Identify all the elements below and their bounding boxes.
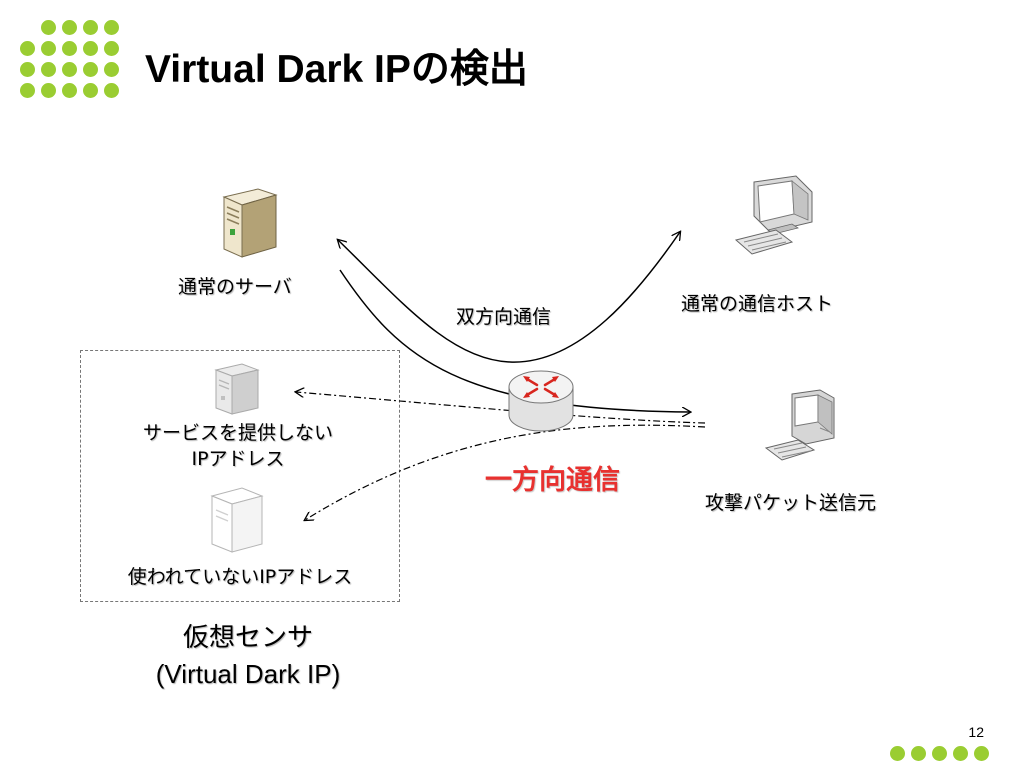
decorative-dot <box>974 746 989 761</box>
bidirectional-label: 双方向通信 <box>456 306 552 328</box>
normal-host-label: 通常の通信ホスト <box>681 293 834 315</box>
bidirectional-line-to-server <box>338 240 511 363</box>
decorative-dot <box>41 83 56 98</box>
decorative-dot <box>83 41 98 56</box>
oneway-line-to-unused-ip <box>305 424 706 520</box>
decorative-dot <box>20 83 35 98</box>
decorative-dot <box>953 746 968 761</box>
unused-service-label-line2: IPアドレス <box>191 448 285 470</box>
virtual-sensor-caption-line2: (Virtual Dark IP) <box>155 659 341 689</box>
decorative-dot <box>83 83 98 98</box>
page-number: 12 <box>968 724 984 740</box>
decorative-dot <box>20 41 35 56</box>
decorative-dot <box>41 41 56 56</box>
decorative-dot <box>83 20 98 35</box>
virtual-sensor-caption: 仮想センサ (Virtual Dark IP) <box>156 620 340 692</box>
unused-service-label-line1: サービスを提供しない <box>142 422 334 444</box>
attacker-label: 攻撃パケット送信元 <box>705 492 877 514</box>
ghost-server-icon <box>210 487 264 553</box>
decorative-dots-top-left <box>20 20 130 110</box>
oneway-label: 一方向通信 <box>485 465 620 496</box>
decorative-dot <box>104 41 119 56</box>
decorative-dot <box>62 41 77 56</box>
decorative-dot <box>104 62 119 77</box>
router-icon <box>508 370 574 432</box>
decorative-dot <box>890 746 905 761</box>
virtual-sensor-caption-line1: 仮想センサ <box>182 623 314 653</box>
bidirectional-line-to-host <box>509 232 680 363</box>
virtual-sensor-box <box>80 350 400 602</box>
server-to-attacker-line <box>339 269 690 412</box>
decorative-dot <box>20 62 35 77</box>
decorative-dot <box>104 20 119 35</box>
unused-service-label: サービスを提供しない IPアドレス <box>143 420 333 472</box>
oneway-line-to-unused-service <box>296 392 706 424</box>
desktop-computer-icon <box>734 175 813 255</box>
decorative-dot <box>62 20 77 35</box>
decorative-dot <box>62 62 77 77</box>
slide-title: Virtual Dark IPの検出 <box>145 48 528 91</box>
decorative-dot <box>41 62 56 77</box>
ghost-server-icon <box>214 363 260 415</box>
decorative-dot <box>62 83 77 98</box>
unused-ip-label: 使われていないIPアドレス <box>127 566 353 588</box>
decorative-dots-bottom-right <box>890 744 1000 764</box>
normal-server-label: 通常のサーバ <box>178 276 292 298</box>
decorative-dot <box>41 20 56 35</box>
decorative-dot <box>911 746 926 761</box>
decorative-dot <box>104 83 119 98</box>
decorative-dot <box>932 746 947 761</box>
attacker-computer-icon <box>764 389 835 461</box>
decorative-dot <box>83 62 98 77</box>
server-icon <box>222 188 278 258</box>
